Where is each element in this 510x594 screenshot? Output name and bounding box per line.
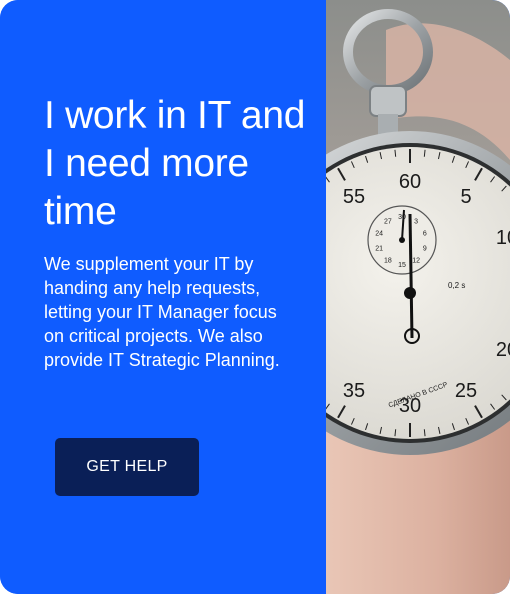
subdial-pivot xyxy=(399,237,405,243)
description: We supplement your IT by handing any hel… xyxy=(44,254,280,370)
subdial-number: 3 xyxy=(414,219,418,226)
dial-number: 35 xyxy=(343,380,365,402)
dial-tick xyxy=(423,429,426,437)
dial-tick xyxy=(474,405,483,419)
text-panel: I work in IT and I need more time We sup… xyxy=(44,94,306,496)
dial-tick xyxy=(350,417,355,425)
stopwatch-stem xyxy=(378,114,398,136)
subdial-number: 15 xyxy=(398,262,406,269)
dial-tick xyxy=(394,429,397,437)
dial-tick xyxy=(365,155,369,163)
subdial-hand xyxy=(401,209,405,241)
dial-number: 25 xyxy=(455,380,477,402)
dial-tick xyxy=(490,403,496,410)
headline: I work in IT and I need more time xyxy=(44,94,306,233)
hand-pivot xyxy=(404,287,416,299)
get-help-button[interactable]: GET HELP xyxy=(55,438,199,496)
dial-tick xyxy=(465,161,470,169)
subdial-number: 24 xyxy=(375,231,383,238)
stopwatch-crown xyxy=(369,85,407,117)
dial-number: 10 xyxy=(496,227,510,249)
dial-tick xyxy=(437,426,441,434)
dial-tick xyxy=(490,176,496,183)
dial-tick xyxy=(337,167,346,181)
dial-tick xyxy=(451,423,455,431)
dial-tick xyxy=(501,185,507,192)
subdial-number: 27 xyxy=(384,219,392,226)
dial-tick xyxy=(337,405,346,419)
dial-tick xyxy=(394,149,397,157)
subdial-number: 18 xyxy=(384,257,392,264)
face-text: 0,2 s xyxy=(448,281,465,290)
dial-tick xyxy=(437,152,441,160)
dial-tick xyxy=(326,403,330,410)
dial-number: 60 xyxy=(399,171,421,193)
dial-number: 5 xyxy=(460,186,471,208)
hand-counterweight xyxy=(404,328,420,344)
subdial-number: 9 xyxy=(423,245,427,252)
dial-tick xyxy=(379,426,383,434)
dial-tick xyxy=(465,417,470,425)
dial-tick xyxy=(451,155,455,163)
stopwatch-image: 60510152025303540455055 3036912151821242… xyxy=(326,0,510,594)
dial-tick xyxy=(379,152,383,160)
dial-tick xyxy=(423,149,426,157)
subdial-number: 21 xyxy=(375,245,383,252)
stopwatch-face xyxy=(326,147,510,439)
dial-tick xyxy=(326,176,330,183)
subdial-number: 30 xyxy=(398,214,406,221)
subdial-number: 12 xyxy=(412,257,420,264)
dial-number: 20 xyxy=(496,339,510,361)
dial-number: 30 xyxy=(399,395,421,417)
dial-tick xyxy=(474,167,483,181)
subdial-number: 6 xyxy=(423,231,427,238)
stopwatch-photo: 60510152025303540455055 3036912151821242… xyxy=(326,0,510,594)
dial-number: 55 xyxy=(343,186,365,208)
dial-tick xyxy=(501,394,507,401)
second-hand xyxy=(408,213,414,339)
dial-tick xyxy=(365,423,369,431)
thumb xyxy=(386,23,510,160)
dial-tick xyxy=(350,161,355,169)
